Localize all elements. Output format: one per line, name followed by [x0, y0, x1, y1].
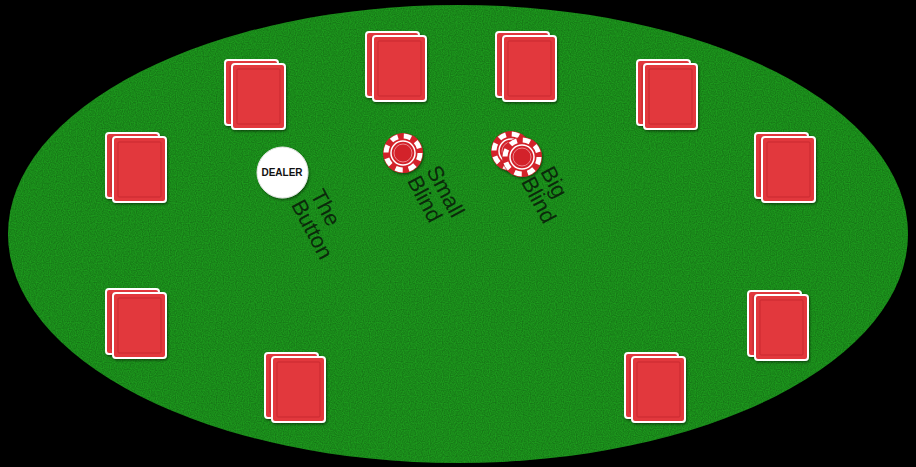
- chip-body: [383, 133, 423, 173]
- chip-center: [510, 145, 534, 169]
- card-pair: [637, 60, 697, 129]
- card-pattern: [508, 41, 551, 96]
- card-pair: [748, 291, 808, 360]
- chip-center: [391, 141, 415, 165]
- card-pattern: [760, 300, 803, 355]
- felt-texture: [8, 5, 908, 463]
- card-pair: [106, 289, 166, 358]
- card-pattern: [118, 298, 161, 353]
- blind-chips: [383, 131, 542, 177]
- chip-inlay: [513, 148, 531, 166]
- card-pairs: [106, 32, 815, 422]
- card-pattern: [237, 69, 280, 124]
- card-back: [503, 36, 556, 101]
- card-back: [762, 137, 815, 202]
- chip-inlay: [394, 144, 412, 162]
- table-felt: [8, 5, 908, 463]
- card-pair: [755, 133, 815, 202]
- card-back: [632, 357, 685, 422]
- card-pair: [106, 133, 166, 202]
- card-back: [113, 137, 166, 202]
- button-circle: [257, 147, 308, 198]
- card-back: [755, 295, 808, 360]
- card-pair: [496, 32, 556, 101]
- card-pattern: [378, 41, 421, 96]
- card-back: [113, 293, 166, 358]
- card-pair: [625, 353, 685, 422]
- card-pattern: [767, 142, 810, 197]
- button-text: DEALER: [261, 167, 302, 178]
- chip-edge-marks: [386, 136, 420, 170]
- card-back: [373, 36, 426, 101]
- card-pair: [265, 353, 325, 422]
- poker-chip: [383, 133, 423, 173]
- chip-body: [502, 137, 542, 177]
- card-pattern: [118, 142, 161, 197]
- chip-edge-marks: [505, 140, 539, 174]
- card-pattern: [649, 69, 692, 124]
- card-pattern: [277, 362, 320, 417]
- poker-chip: [502, 137, 542, 177]
- card-pair: [225, 60, 285, 129]
- dealer-button: DEALER: [256, 146, 309, 199]
- card-back: [272, 357, 325, 422]
- card-pair: [366, 32, 426, 101]
- card-back: [644, 64, 697, 129]
- card-pattern: [637, 362, 680, 417]
- card-back: [232, 64, 285, 129]
